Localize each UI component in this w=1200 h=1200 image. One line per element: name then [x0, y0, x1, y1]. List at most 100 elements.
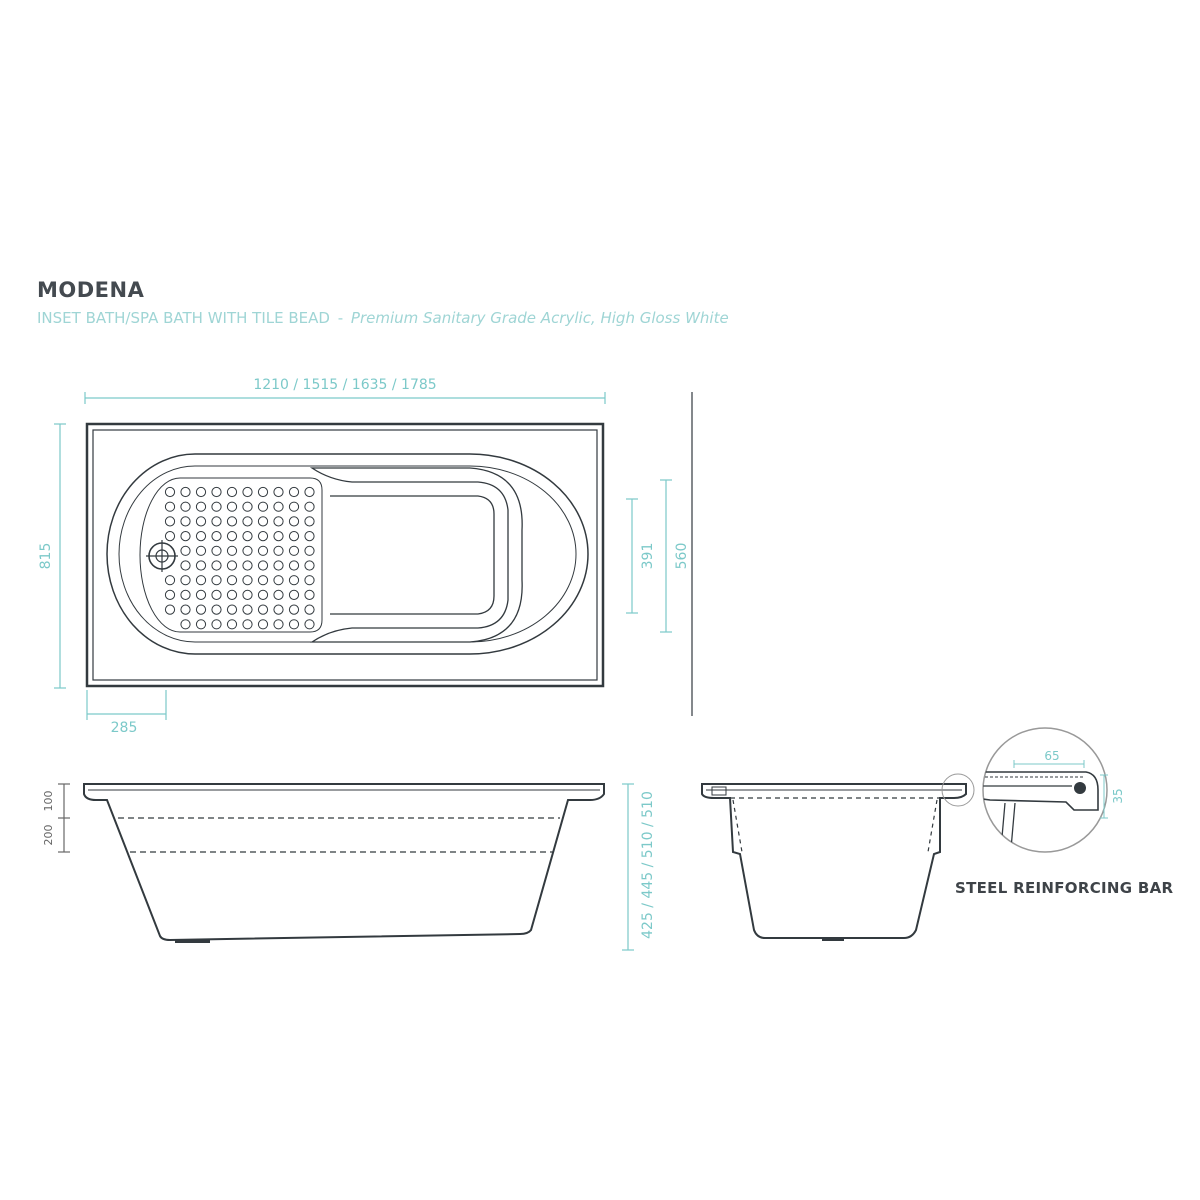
floor-dimple — [304, 604, 315, 615]
floor-dimple — [211, 589, 222, 601]
floor-dimple — [273, 501, 284, 512]
floor-dimple — [257, 531, 269, 542]
floor-dimple — [242, 545, 253, 556]
side-body — [83, 783, 605, 942]
floor-dimple — [257, 589, 269, 601]
dim-outer-inner-width: 560 — [674, 543, 690, 570]
floor-dimple — [257, 545, 269, 556]
floor-dimple — [304, 589, 315, 601]
floor-dimple — [273, 619, 284, 630]
reinforcing-bar-detail: 65 35 — [982, 727, 1125, 853]
floor-dimple — [180, 516, 191, 527]
floor-dimple — [195, 589, 207, 601]
plan-view — [85, 422, 605, 688]
plan-outer-rim — [85, 422, 605, 688]
floor-dimple — [288, 501, 300, 512]
subtitle-material: Premium Sanitary Grade Acrylic, High Glo… — [350, 309, 729, 327]
floor-dimple — [257, 486, 269, 498]
floor-dimple — [288, 545, 300, 556]
floor-dimple — [288, 560, 300, 571]
floor-dimple — [226, 545, 238, 556]
floor-dimple — [242, 531, 253, 542]
drain-icon — [146, 540, 178, 572]
floor-dimple — [242, 575, 253, 586]
floor-dimple — [257, 604, 269, 615]
side-dimensions: 100 200 425 / 445 / 510 / 510 — [42, 783, 656, 951]
floor-dimple — [211, 486, 222, 498]
floor-dimple — [242, 560, 253, 571]
floor-dimple — [164, 604, 176, 615]
floor-dimple — [304, 575, 315, 586]
floor-dimple — [304, 486, 315, 498]
floor-dimple — [195, 501, 207, 512]
plan-dimensions: 1210 / 1515 / 1635 / 1785 815 285 391 56… — [38, 377, 693, 736]
floor-dimple — [164, 501, 176, 512]
floor-dimple — [180, 545, 191, 556]
floor-dimple — [288, 531, 300, 542]
floor-dimple — [211, 531, 222, 542]
plan-basin-outer — [106, 453, 589, 655]
floor-dimple — [273, 531, 284, 542]
floor-dimple — [288, 589, 300, 601]
floor-dimple — [211, 545, 222, 556]
floor-dimple — [180, 619, 191, 630]
product-subtitle: INSET BATH/SPA BATH WITH TILE BEAD - Pre… — [37, 309, 729, 327]
floor-dimple — [180, 531, 191, 542]
dim-width: 815 — [38, 543, 54, 570]
floor-dimple — [242, 501, 253, 512]
floor-dimple — [164, 589, 176, 601]
floor-dimple — [226, 560, 238, 571]
floor-dimples — [164, 486, 315, 630]
floor-dimple — [304, 560, 315, 571]
floor-dimple — [180, 501, 191, 512]
side-elevation — [83, 783, 605, 943]
end-dashed-sides — [732, 799, 938, 853]
floor-dimple — [304, 531, 315, 542]
floor-dimple — [304, 501, 315, 512]
detail-circle — [982, 727, 1108, 853]
dim-depth-lower: 200 — [42, 825, 55, 846]
floor-dimple — [273, 575, 284, 586]
dim-bar-height: 35 — [1111, 788, 1125, 803]
plan-inner-rim — [92, 429, 598, 681]
floor-dimple — [257, 516, 269, 527]
end-elevation — [701, 773, 975, 941]
dim-drain-offset: 285 — [111, 720, 138, 736]
floor-dimple — [180, 560, 191, 571]
floor-dimple — [164, 486, 176, 498]
floor-dimple — [211, 575, 222, 586]
floor-dimple — [226, 619, 238, 630]
floor-dimple — [211, 560, 222, 571]
steel-bar-icon — [1074, 782, 1086, 794]
floor-dimple — [211, 619, 222, 630]
floor-dimple — [164, 575, 176, 586]
dim-depth-upper: 100 — [42, 791, 55, 812]
end-foot — [822, 937, 844, 941]
floor-dimple — [195, 575, 207, 586]
floor-dimple — [304, 545, 315, 556]
dim-height: 425 / 445 / 510 / 510 — [640, 791, 656, 939]
floor-dimple — [226, 516, 238, 527]
floor-dimple — [195, 531, 207, 542]
floor-dimple — [180, 575, 191, 586]
plan-armrest-recess — [309, 467, 523, 643]
floor-dimple — [242, 516, 253, 527]
floor-dimple — [288, 619, 300, 630]
floor-dimple — [257, 501, 269, 512]
floor-dimple — [195, 545, 207, 556]
floor-dimple — [257, 560, 269, 571]
floor-dimple — [211, 516, 222, 527]
floor-dimple — [195, 604, 207, 615]
floor-dimple — [180, 589, 191, 601]
floor-dimple — [273, 589, 284, 601]
floor-dimple — [226, 501, 238, 512]
floor-dimple — [180, 486, 191, 498]
detail-caption: STEEL REINFORCING BAR — [955, 879, 1174, 897]
floor-dimple — [195, 560, 207, 571]
dim-bar-width: 65 — [1044, 749, 1059, 763]
floor-dimple — [288, 575, 300, 586]
floor-dimple — [226, 589, 238, 601]
product-title: MODENA — [37, 278, 145, 302]
plan-floor-pad — [139, 477, 323, 633]
